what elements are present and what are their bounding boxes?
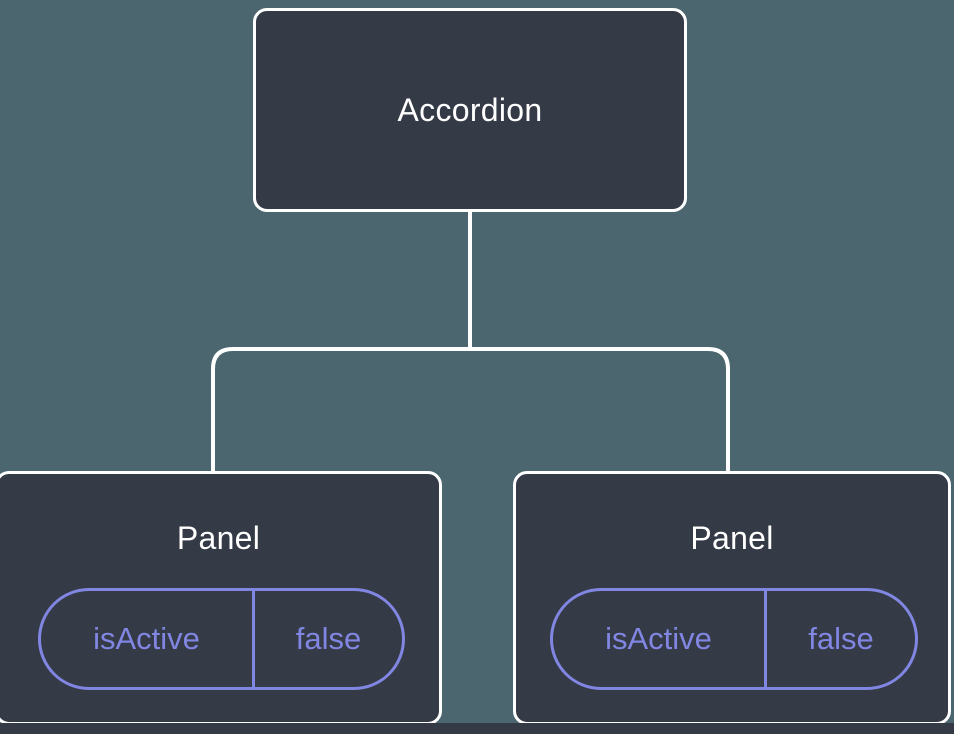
state-name: isActive bbox=[41, 591, 255, 687]
state-pill: isActive false bbox=[38, 588, 405, 690]
accordion-node-label: Accordion bbox=[397, 91, 543, 128]
connector-bracket bbox=[211, 347, 730, 472]
panel-node-left: Panel isActive false bbox=[0, 471, 442, 725]
panel-node-label: Panel bbox=[176, 520, 261, 556]
panel-node-right: Panel isActive false bbox=[513, 471, 951, 725]
state-pill: isActive false bbox=[550, 588, 918, 690]
panel-node-label: Panel bbox=[690, 520, 774, 556]
state-value: false bbox=[808, 621, 874, 656]
state-value: false bbox=[295, 621, 362, 656]
page-bottom-strip bbox=[0, 723, 954, 734]
accordion-node: Accordion bbox=[253, 8, 687, 212]
state-name: isActive bbox=[553, 591, 767, 687]
